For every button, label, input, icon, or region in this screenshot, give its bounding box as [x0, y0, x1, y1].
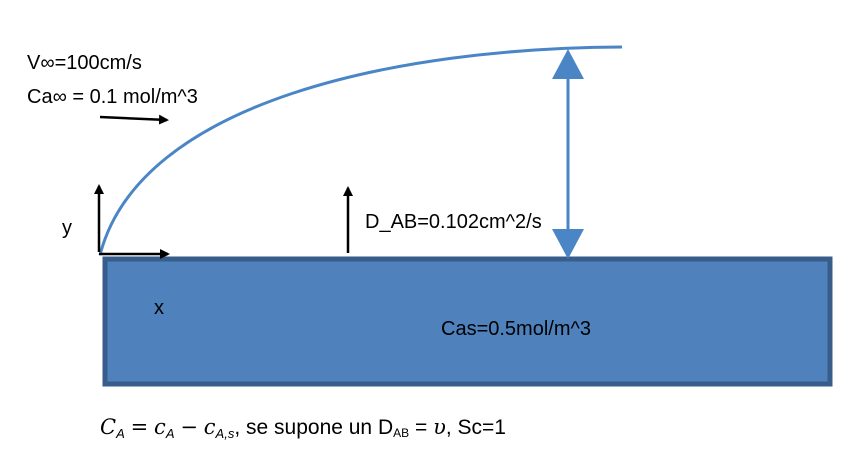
- free-stream-arrow: [99, 114, 169, 125]
- ca-inf-label: Ca∞ = 0.1 mol/m^3: [27, 86, 198, 108]
- formula-c1: c: [154, 415, 166, 439]
- formula-text1: , se supone un D: [234, 416, 394, 439]
- formula-lhs: C: [100, 415, 117, 439]
- formula-text3: , Sc=1: [445, 416, 506, 439]
- thickness-arrow-down-head: [552, 229, 584, 259]
- plate: [102, 256, 833, 387]
- x-axis-label: x: [154, 297, 164, 319]
- formula-lhs-sub: A: [116, 426, 125, 441]
- formula-text2: =: [409, 416, 434, 439]
- formula-minus: −: [180, 415, 198, 439]
- diffusivity-label: D_AB=0.102cm^2/s: [365, 211, 542, 233]
- formula-c2-sub: A,s: [215, 426, 235, 441]
- formula-dab-sub: AB: [393, 426, 410, 440]
- y-axis-label: y: [62, 217, 72, 239]
- formula-line: CA = cA − cA,s, se supone un DAB = υ, Sc…: [100, 415, 506, 441]
- formula-c2: c: [203, 415, 216, 439]
- formula-nu: υ: [433, 415, 446, 439]
- formula-equals: =: [130, 415, 149, 439]
- v-inf-label: V∞=100cm/s: [27, 52, 142, 74]
- formula-c1-sub: A: [165, 426, 175, 441]
- thickness-arrow-up-head: [552, 49, 584, 79]
- boundary-layer-curve: [98, 45, 623, 256]
- surface-concentration-label: Cas=0.5mol/m^3: [441, 318, 591, 340]
